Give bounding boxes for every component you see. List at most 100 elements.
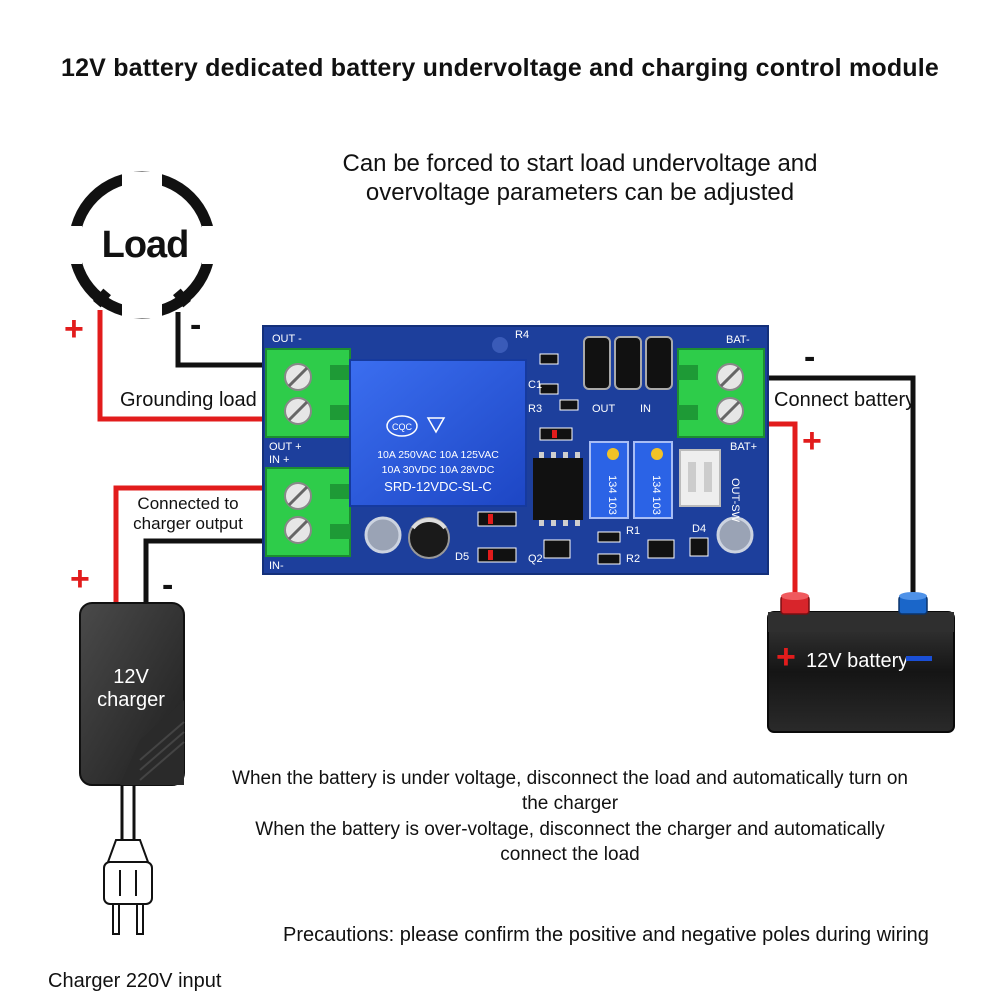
smd-resistor [559,399,579,411]
terminal-block-out [265,348,351,438]
load-ring-gap-bottom [122,304,162,318]
silk-d4: D4 [692,523,706,535]
terminal-out-housing [265,348,351,438]
silk-r2: R2 [626,553,640,565]
battery-wire-minus-sign: - [804,338,816,376]
diode-band [488,514,493,524]
silk-r4: R4 [515,329,529,341]
smd-transistor-q2 [543,539,571,559]
charger-minus-sign: - [162,566,174,604]
terminal-bat-notch [678,405,698,420]
pcb-pad [492,337,508,353]
note-overvoltage: When the battery is over-voltage, discon… [255,819,885,865]
smd-components [477,353,709,565]
load-ring-gap-right [202,226,216,264]
relay: CQC 10A 250VAC 10A 125VAC 10A 30VDC 10A … [349,359,527,507]
terminal-out-notch [330,365,350,380]
silk-in-minus: IN- [269,560,284,572]
transistor-2 [614,336,642,390]
connect-battery-label: Connect battery [774,389,916,411]
terminal-in-housing [265,467,351,557]
smd-capacitor [539,383,559,395]
capacitor [408,517,450,559]
terminal-bat-housing [677,348,765,438]
control-module-pcb: CQC 10A 250VAC 10A 125VAC 10A 30VDC 10A … [262,325,769,575]
relay-rating-line-2: 10A 30VDC 10A 28VDC [382,464,495,476]
out-sw-connector [679,449,721,507]
silkscreen: OUT - OUT + IN + IN- BAT- BAT+ OUT-SW OU… [269,329,757,572]
transistors [583,336,673,390]
mounting-hole-right [716,516,754,554]
silk-out-sw: OUT-SW [729,478,741,523]
screw-slot [287,400,309,422]
precautions-note: Precautions: please confirm the positive… [283,924,929,946]
pot-1-label: 134 103 [606,475,618,515]
diagram-subtitle: Can be forced to start load undervoltage… [342,150,818,206]
screw-slot [719,400,741,422]
smd-diode-d5 [477,547,517,563]
silk-in-plus: IN + [269,454,289,466]
wire-battery-positive [766,421,798,600]
load-ring-gap-top [122,172,162,186]
silk-d5: D5 [455,551,469,563]
relay-logo-text: CQC [392,422,413,432]
connector-pin [704,462,712,492]
smd-transistor [647,539,675,559]
terminal-block-bat [677,348,765,438]
pot-1-adjust-knob [607,448,619,460]
transistor-1 [583,336,611,390]
smd-led-d4 [689,537,709,557]
note-undervoltage: When the battery is under voltage, disco… [232,768,908,814]
screw-slot [287,519,309,541]
transistor-3 [645,336,673,390]
connector-pin [688,462,696,492]
terminal-bat-notch [678,365,698,380]
load-terminal-left [93,288,111,308]
ic-body [533,458,583,520]
charger-input-label: Charger 220V input [48,970,222,992]
charger-grip [120,700,184,785]
terminal-block-in [265,467,351,557]
smd-resistor-r1 [597,531,621,543]
wire-charger-positive [113,485,268,603]
silk-out: OUT [592,403,616,415]
diagram-title: 12V battery dedicated battery undervolta… [60,54,940,82]
relay-body [349,359,527,507]
load-label: Load [101,224,190,266]
smd-resistor-r2 [597,553,621,565]
charger-grip-ribs [139,721,185,781]
pot-2-adjust-knob [651,448,663,460]
terminal-out-notch [330,405,350,420]
battery [767,592,955,733]
terminal-in-notch [330,524,350,539]
charger [79,602,185,935]
ic-chip [533,452,583,526]
silk-in: IN [640,403,651,415]
smd-resistor [539,353,559,365]
relay-cqc-logo [386,415,418,437]
battery-lid [768,612,954,632]
mounting-hole-left [364,516,402,554]
potentiometers: 134 103 134 103 [589,441,673,519]
screw-slot [719,366,741,388]
capacitor-stripe [411,518,447,530]
silk-r1: R1 [626,525,640,537]
charger-plus-sign: + [70,560,90,598]
charger-label: 12V charger [97,666,165,711]
relay-rating-line-1: 10A 250VAC 10A 125VAC [377,449,499,461]
diode-band [488,550,493,560]
silk-r3: R3 [528,403,542,415]
silk-bat-minus: BAT- [726,334,750,346]
grounding-load-label: Grounding load [120,389,257,411]
wire-battery-negative [766,375,916,600]
silk-out-minus: OUT - [272,333,302,345]
load-minus-sign: - [190,306,202,344]
ic-pins [539,452,580,526]
wire-load-negative [175,312,268,368]
diode-band [552,430,557,438]
screw-slot [287,485,309,507]
battery-positive-post-top [781,592,809,600]
pot-2-label: 134 103 [650,475,662,515]
